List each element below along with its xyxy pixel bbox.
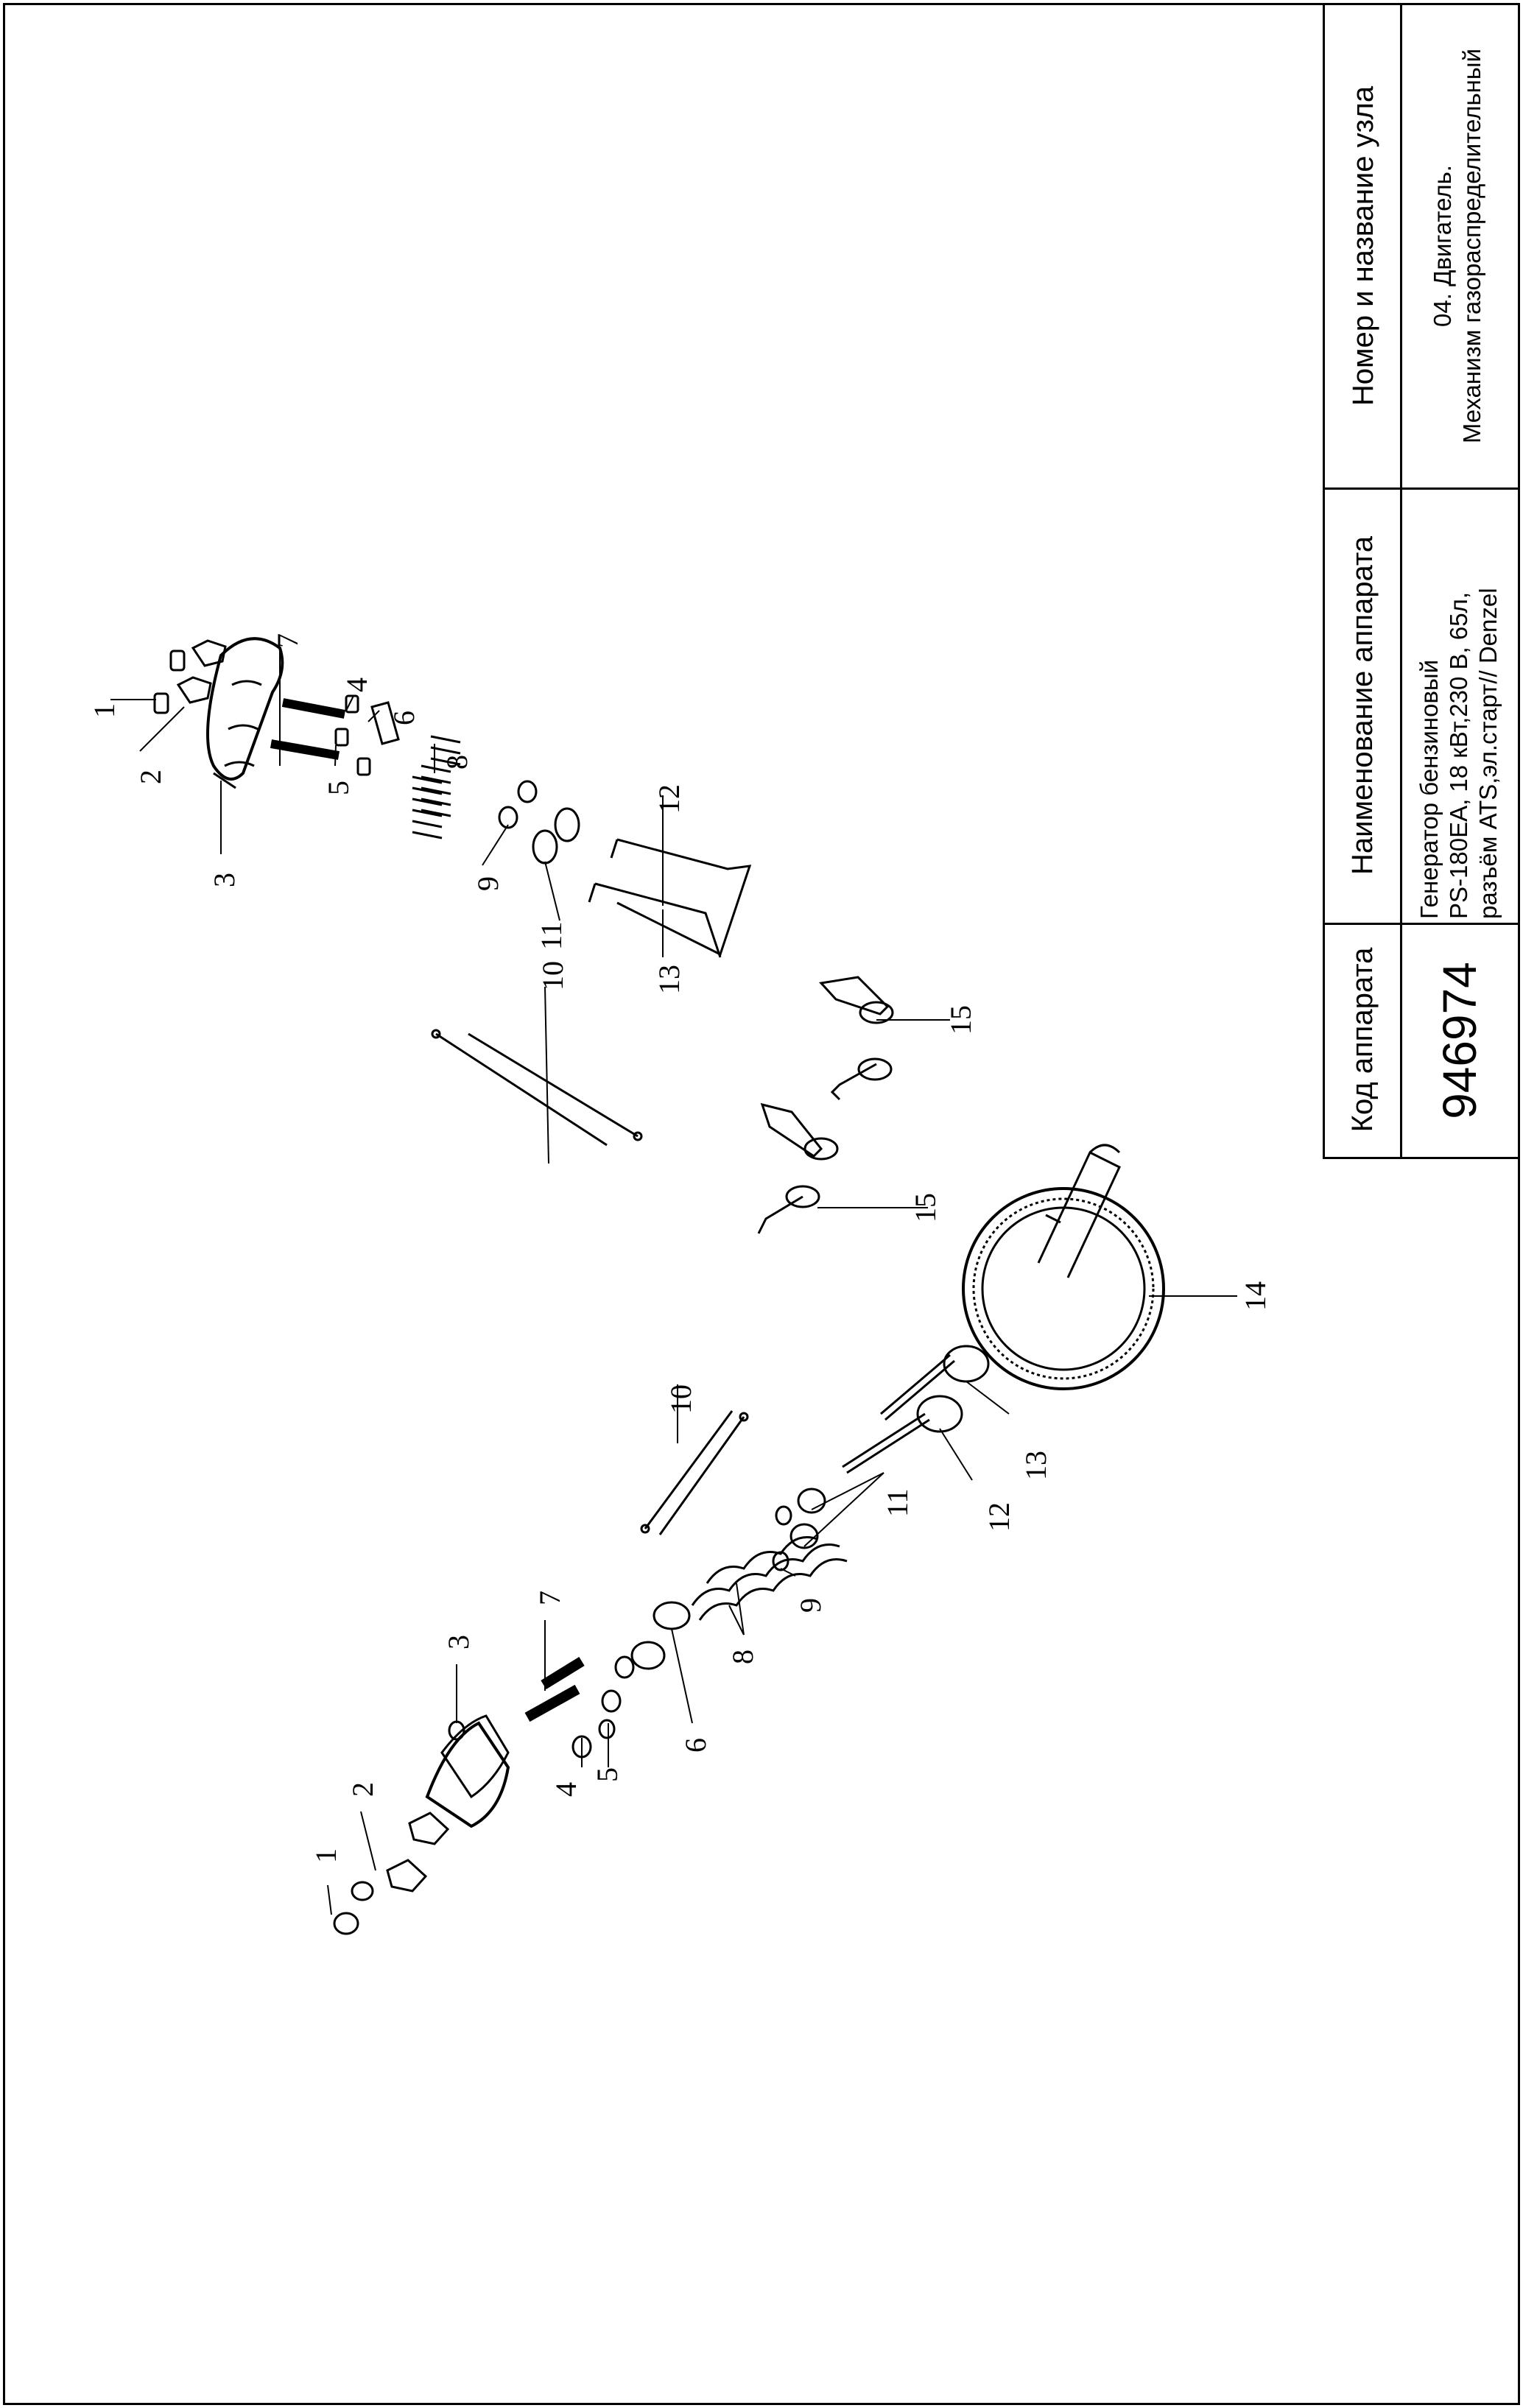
upper-springs-part-8 (412, 735, 461, 839)
callout-3-upper: 3 (208, 873, 241, 887)
device-name: Генератор бензиновый PS-180EA, 18 кВт,23… (1410, 492, 1508, 926)
callout-7-upper: 7 (271, 633, 304, 648)
unit-line-1: 04. Двигатель. (1429, 165, 1456, 327)
callout-13-upper: 13 (653, 965, 686, 994)
callout-12-upper: 12 (653, 784, 686, 814)
lower-rocker-arms-part-3 (425, 1714, 510, 1828)
callout-12-lower: 12 (982, 1502, 1016, 1532)
callout-4-upper: 4 (340, 677, 373, 692)
device-name-line-2: PS-180EA, 18 кВт,230 В, 65л, (1445, 592, 1472, 919)
lower-springs-part-8 (691, 1536, 848, 1621)
callout-6-upper: 6 (387, 711, 421, 725)
upper-rocker-arms-part-3 (206, 637, 284, 789)
callout-5-lower: 5 (591, 1767, 624, 1782)
unit-description: 04. Двигатель. Механизм газораспределите… (1419, 7, 1496, 485)
callout-14: 14 (1239, 1281, 1272, 1311)
upper-retainers-part-9-11 (498, 780, 580, 865)
callout-9-upper: 9 (471, 876, 504, 891)
callout-7-lower: 7 (533, 1591, 566, 1605)
callout-13-lower: 13 (1019, 1451, 1052, 1480)
lower-valves-part-12-13 (842, 1345, 990, 1474)
callout-15-top: 15 (944, 1005, 977, 1035)
callout-9-lower: 9 (794, 1598, 827, 1613)
callout-10-lower: 10 (664, 1384, 697, 1414)
lower-studs-part-7 (524, 1657, 585, 1722)
device-code: 946974 (1433, 962, 1486, 1119)
camshaft-gear-part-14 (962, 1144, 1165, 1390)
unit-line-2: Механизм газораспределительный (1458, 48, 1485, 444)
lower-small-parts-4-5-6 (571, 1601, 691, 1759)
callout-3-lower: 3 (442, 1635, 475, 1650)
leader-lines (110, 648, 1237, 1915)
callout-2-lower: 2 (346, 1782, 379, 1797)
callout-8-upper: 8 (440, 755, 474, 770)
callout-1-lower: 1 (309, 1848, 342, 1863)
lower-pivots-part-2 (386, 1812, 450, 1893)
device-name-line-3: разъём ATS,эл.старт// Denzel (1474, 588, 1502, 919)
callout-11-upper: 11 (535, 921, 568, 950)
upper-small-parts-4-5-6 (334, 694, 400, 776)
upper-valves-part-12-13 (588, 838, 752, 958)
callout-2-upper: 2 (134, 770, 167, 784)
sheet-frame (3, 3, 1520, 2405)
callout-15-bottom: 15 (909, 1193, 942, 1222)
name-header: Наименование аппарата (1346, 536, 1379, 875)
title-block: Номер и название узла Наименование аппар… (1323, 4, 1519, 1159)
code-header: Код аппарата (1346, 947, 1379, 1133)
lower-pushrods-part-10 (640, 1410, 749, 1535)
device-name-line-1: Генератор бензиновый (1415, 659, 1443, 919)
upper-pivots-part-2 (176, 639, 227, 704)
callout-4-lower: 4 (549, 1782, 583, 1797)
upper-nuts-part-1 (153, 649, 186, 714)
callout-1-upper: 1 (88, 703, 121, 718)
tappets-part-15 (757, 976, 894, 1234)
callout-11-lower: 11 (881, 1488, 914, 1517)
upper-pushrods-part-10 (431, 1029, 643, 1147)
upper-studs-part-7 (270, 698, 346, 760)
lower-retainers-part-9-11 (772, 1488, 826, 1571)
callout-6-lower: 6 (679, 1738, 712, 1753)
callout-5-upper: 5 (322, 781, 355, 795)
lower-nuts-part-1 (333, 1881, 374, 1935)
callout-8-lower: 8 (726, 1650, 759, 1664)
unit-header: Номер и название узла (1346, 85, 1379, 406)
callout-10-upper: 10 (536, 961, 569, 990)
